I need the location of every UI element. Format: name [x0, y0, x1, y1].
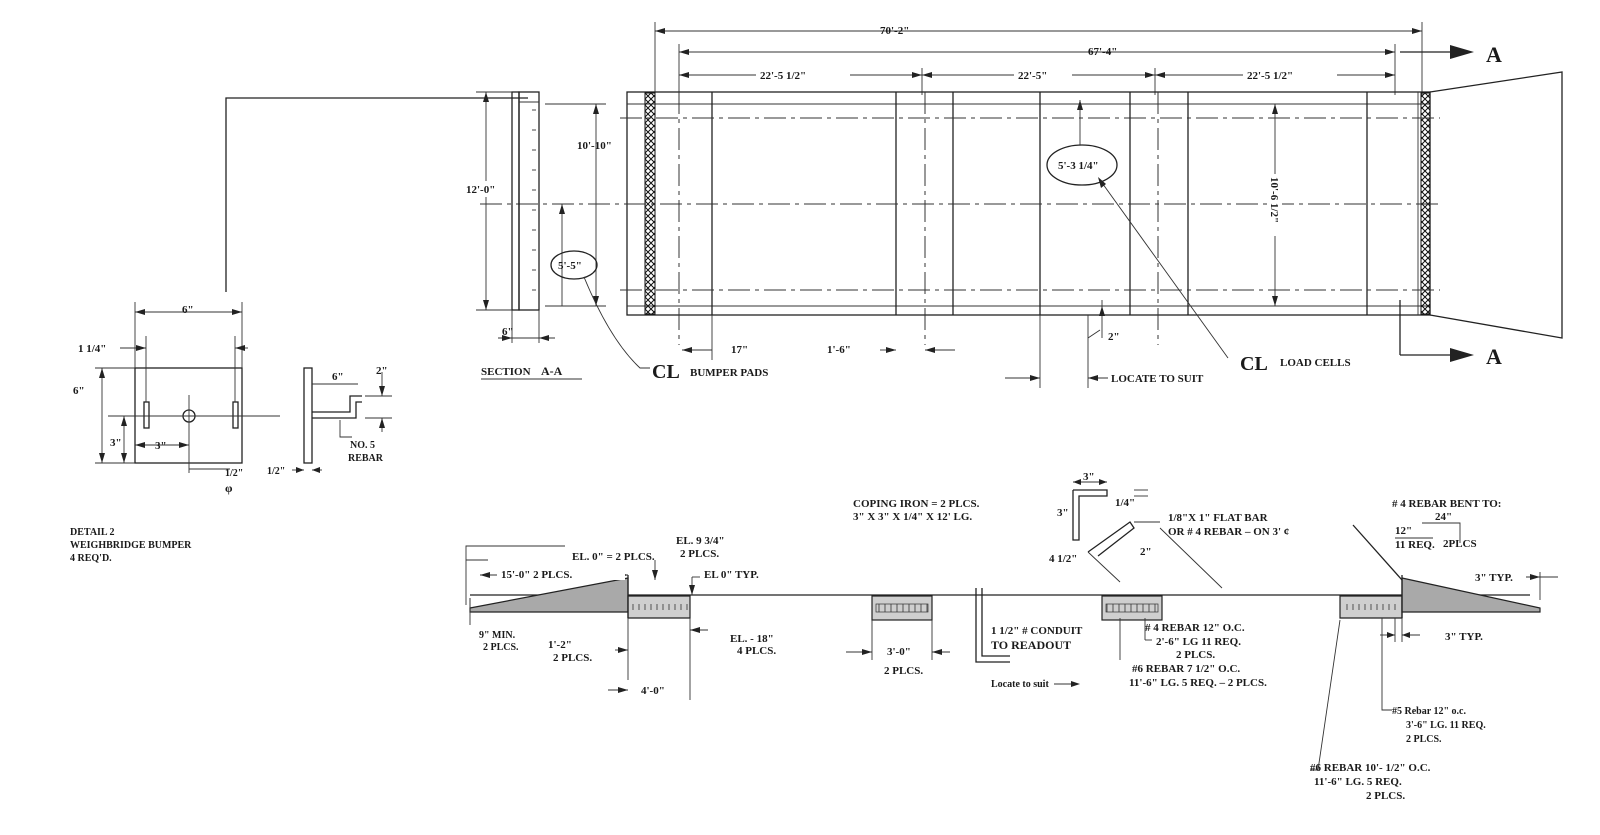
- detail-height-dim: 6": [73, 385, 85, 397]
- dim-6-section: 6": [502, 326, 514, 338]
- angle-3-dim: 3": [1083, 471, 1095, 483]
- detail-title-2: WEIGHBRIDGE BUMPER: [70, 540, 192, 551]
- detail-side-2-dim: 2": [376, 365, 388, 377]
- dim-1-6: 1'-6": [827, 344, 851, 356]
- section-tick-marks: [532, 109, 536, 291]
- segment-right-dim: 22'-5 1/2": [1247, 70, 1293, 82]
- width-outer-dim: 12'-0": [466, 184, 495, 196]
- segment-mid-dim: 22'-5": [1018, 70, 1047, 82]
- typ-3-label-a: 3" TYP.: [1475, 572, 1513, 584]
- dim-1-2-plcs: 2 PLCS.: [553, 652, 592, 664]
- dim-1-2-label: 1'-2": [548, 639, 572, 651]
- rebar6b-label-2: 11'-6" LG. 5 REQ.: [1314, 776, 1402, 788]
- scale-length-dim: 67'-4": [1088, 46, 1117, 58]
- detail-rebar-label: REBAR: [348, 453, 384, 464]
- coping-label-1: COPING IRON = 2 PLCS.: [853, 498, 980, 510]
- rebar6-label-1: #6 REBAR 7 1/2" O.C.: [1132, 663, 1240, 675]
- el-9-3-4-label: EL. 9 3/4": [676, 535, 725, 547]
- pad-callout-dim: 5'-5": [558, 260, 582, 272]
- detail-side-half-dim: 1/2": [267, 466, 285, 477]
- detail-side-6-dim: 6": [332, 371, 344, 383]
- rebar6-label-2: 11'-6" LG. 5 REQ. – 2 PLCS.: [1129, 677, 1267, 689]
- rebar5-label-1: #5 Rebar 12" o.c.: [1392, 706, 1466, 717]
- overall-length-dim: 70'-2": [880, 25, 909, 37]
- angle-1-4-dim: 1/4": [1115, 497, 1135, 509]
- detail-width-dim: 6": [182, 304, 194, 316]
- section-label-letters: A-A: [541, 364, 563, 378]
- width-inner-dim: 10'-10": [577, 140, 612, 152]
- ramp-length-label: 15'-0" 2 PLCS.: [501, 569, 572, 581]
- dim-3-0-plcs: 2 PLCS.: [884, 665, 923, 677]
- detail-title-3: 4 REQ'D.: [70, 553, 112, 564]
- section-marker-bottom: A: [1486, 344, 1502, 369]
- bent-label-1: # 4 REBAR BENT TO:: [1392, 498, 1501, 510]
- detail-rebar-no: NO. 5: [350, 440, 375, 451]
- detail-3-horz-dim: 3": [155, 440, 167, 452]
- el0-plcs-label: EL. 0" = 2 PLCS.: [572, 551, 655, 563]
- detail-3-vert-dim: 3": [110, 437, 122, 449]
- min-9-label: 9" MIN.: [479, 630, 516, 641]
- typ-3-label-b: 3" TYP.: [1445, 631, 1483, 643]
- min-9-plcs: 2 PLCS.: [483, 642, 519, 653]
- conduit-label-1: 1 1/2" # CONDUIT: [991, 625, 1083, 637]
- el-9-3-4-plcs: 2 PLCS.: [680, 548, 719, 560]
- rebar4-label-2: 2'-6" LG 11 REQ.: [1156, 636, 1241, 648]
- locate-to-suit-label: LOCATE TO SUIT: [1111, 373, 1204, 385]
- el-18-label: EL. - 18": [730, 633, 774, 645]
- angle-4-1-2-dim: 4 1/2": [1049, 553, 1077, 565]
- rebar5-label-2: 3'-6" LG. 11 REQ.: [1406, 720, 1486, 731]
- plan-view: 70'-2" 67'-4" 22'-5 1/2" 22'-5" 22'-5 1/…: [480, 22, 1563, 388]
- el0-typ-label: EL 0" TYP.: [704, 569, 759, 581]
- foundation-section: EL. 0" = 2 PLCS. 15'-0" 2 PLCS. EL. 9 3/…: [465, 471, 1558, 802]
- section-a-a: 12'-0" 10'-10" 5'-5" 6" SECTION A-A CL B…: [225, 91, 768, 383]
- rebar4-label-1: # 4 REBAR 12" O.C.: [1145, 622, 1245, 634]
- rebar6b-label-1: #6 REBAR 10'- 1/2" O.C.: [1310, 762, 1431, 774]
- angle-2-dim: 2": [1140, 546, 1152, 558]
- load-cells-label: LOAD CELLS: [1280, 357, 1351, 369]
- flatbar-label-2: OR # 4 REBAR – ON 3' ¢: [1168, 526, 1289, 538]
- angle-3v-dim: 3": [1057, 507, 1069, 519]
- detail-title-1: DETAIL 2: [70, 527, 115, 538]
- loadcell-callout-dim: 5'-3 1/4": [1058, 160, 1099, 172]
- bent-12-dim: 12": [1395, 525, 1412, 537]
- bumper-pads-label: BUMPER PADS: [690, 367, 768, 379]
- rebar4-label-3: 2 PLCS.: [1176, 649, 1215, 661]
- rebar5-label-3: 2 PLCS.: [1406, 734, 1442, 745]
- bent-11-req: 11 REQ.: [1395, 539, 1435, 551]
- locate-to-suit-foundation: Locate to suit: [991, 679, 1049, 690]
- detail-1-1-4-dim: 1 1/4": [78, 343, 106, 355]
- dim-3-0-label: 3'-0": [887, 646, 911, 658]
- detail-hole-dim: 1/2": [225, 468, 243, 479]
- section-label-prefix: SECTION: [481, 366, 531, 378]
- dim-17: 17": [731, 344, 748, 356]
- cl-symbol-loadcells: CL: [1240, 353, 1268, 375]
- coping-label-2: 3" X 3" X 1/4" X 12' LG.: [853, 511, 972, 523]
- flatbar-label-1: 1/8"X 1" FLAT BAR: [1168, 512, 1269, 524]
- cl-symbol-bumper: CL: [652, 361, 680, 383]
- rebar6b-label-3: 2 PLCS.: [1366, 790, 1405, 802]
- section-marker-top: A: [1486, 42, 1502, 67]
- conduit-label-2: TO READOUT: [991, 638, 1071, 652]
- detail-phi-symbol: φ: [225, 481, 233, 495]
- dim-2-plan: 2": [1108, 331, 1120, 343]
- bent-2-plcs: 2PLCS: [1443, 538, 1477, 550]
- width-right-dim: 10'-6 1/2": [1268, 177, 1280, 223]
- detail-2-bumper: 6" 1 1/4" 6" 3" 3" 1/2" φ 6": [70, 302, 392, 564]
- dim-4-0-label: 4'-0": [641, 685, 665, 697]
- segment-left-dim: 22'-5 1/2": [760, 70, 806, 82]
- el-18-plcs: 4 PLCS.: [737, 645, 776, 657]
- bent-24-dim: 24": [1435, 511, 1452, 523]
